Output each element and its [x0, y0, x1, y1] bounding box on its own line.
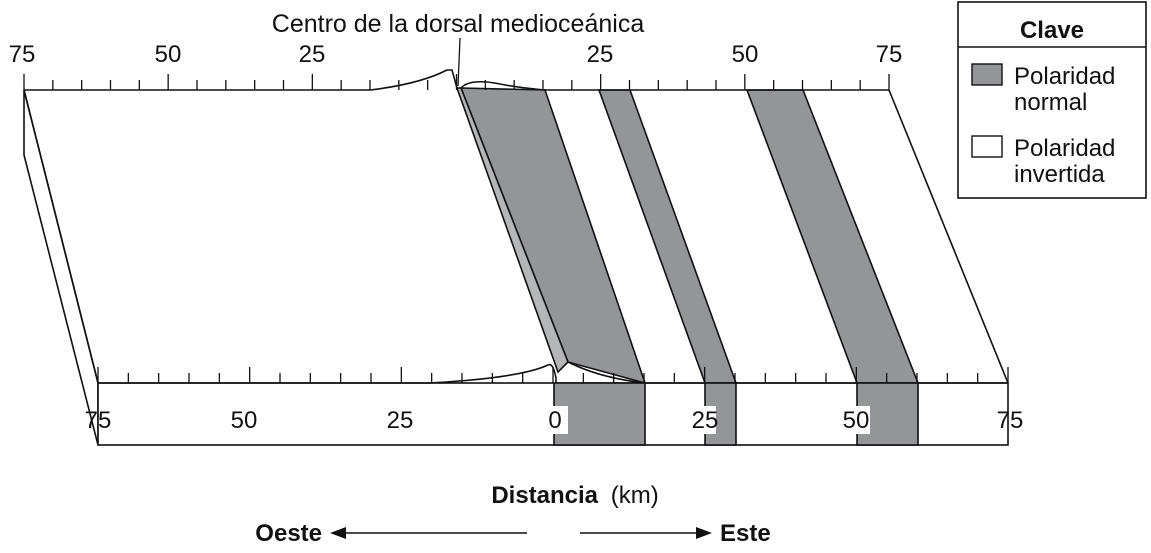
- top-tick-label-75-west: 75: [9, 41, 36, 68]
- key-frame: [957, 1, 1147, 199]
- bottom-tick-label-25-west: 25: [387, 407, 414, 434]
- key-normal-label-1: Polaridad: [1014, 63, 1115, 90]
- bottom-tick-label-25-east: 25: [692, 407, 719, 434]
- top-tick-label-25-east: 25: [587, 41, 614, 68]
- top-tick-label-25-west: 25: [299, 41, 326, 68]
- west-label: Oeste: [255, 520, 322, 547]
- top-tick-marks: [23, 74, 890, 90]
- tick-label-bg-0: [546, 406, 568, 434]
- front-band-normal-0: [553, 382, 646, 446]
- block-front-top-edge: [98, 363, 557, 384]
- axis-title: Distancia (km): [491, 482, 658, 509]
- bottom-tick-label-50-west: 50: [231, 407, 258, 434]
- key-reversed-label-2: invertida: [1014, 161, 1105, 188]
- top-tick-label-50-east: 50: [732, 41, 759, 68]
- west-arrow-head: [330, 527, 346, 539]
- bottom-tick-label-0: 0: [548, 407, 561, 434]
- east-arrow-head: [696, 527, 712, 539]
- bottom-tick-label-75-east: 75: [997, 407, 1024, 434]
- bottom-tick-label-75-west: 75: [85, 407, 112, 434]
- ridge-title: Centro de la dorsal medioceánica: [272, 10, 645, 38]
- block-east-face: [888, 89, 1009, 384]
- top-tick-label-50-west: 50: [155, 41, 182, 68]
- top-tick-label-75-east: 75: [876, 41, 903, 68]
- axis-title-unit: (km): [611, 482, 659, 509]
- tick-label-bg-50: [840, 406, 870, 434]
- key-normal-label-2: normal: [1014, 89, 1087, 116]
- key-reversed-swatch: [971, 135, 1003, 158]
- ridge-pointer: [457, 37, 461, 87]
- key-box: Clave Polaridad normal Polaridad inverti…: [957, 1, 1147, 199]
- block-top-east: [460, 80, 889, 91]
- bottom-tick-label-50-east: 50: [843, 407, 870, 434]
- block-top-west: [24, 69, 458, 91]
- bottom-tick-marks: [97, 367, 1009, 383]
- key-reversed-label-1: Polaridad: [1014, 135, 1115, 162]
- axis-title-bold: Distancia: [491, 482, 598, 509]
- key-normal-swatch: [971, 63, 1003, 86]
- band-normal-2: [745, 89, 920, 384]
- front-band-normal-1: [704, 382, 737, 446]
- east-label: Este: [720, 520, 771, 547]
- tick-label-bg-25: [690, 406, 716, 434]
- block-west-edge: [23, 89, 99, 384]
- key-title: Clave: [1020, 17, 1084, 44]
- block-west-face: [23, 89, 99, 446]
